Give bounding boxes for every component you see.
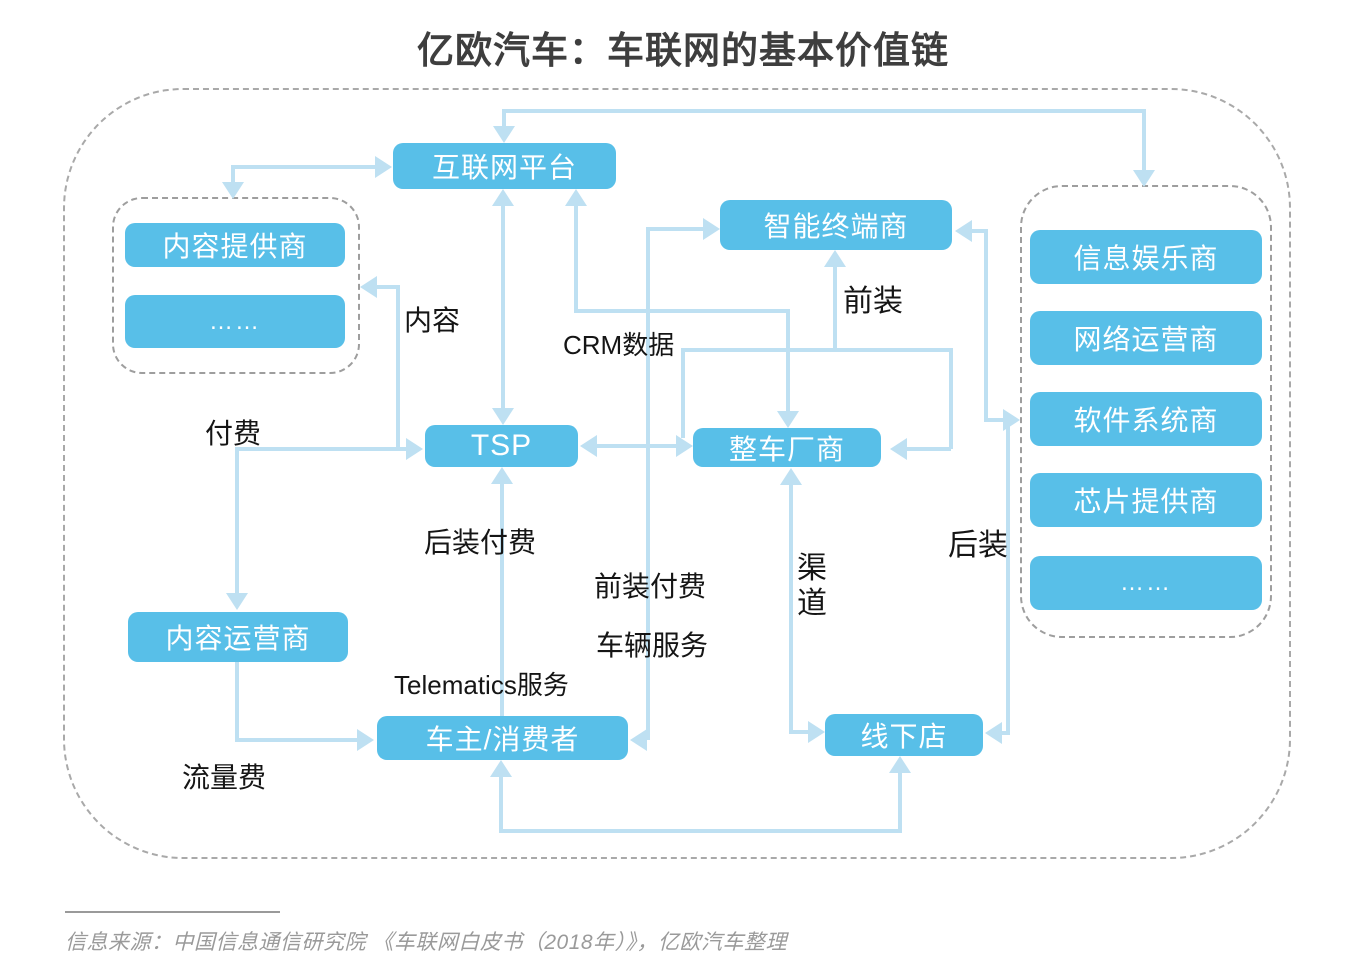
page-title: 亿欧汽车：车联网的基本价值链 [417, 30, 949, 71]
label-aftermarket-pay: 后装付费 [424, 527, 537, 558]
label-pay-fee: 付费 [205, 418, 262, 449]
label-front-install: 前装 [843, 285, 903, 318]
node-content-provider-more: …… [125, 295, 345, 348]
node-chip-provider: 芯片提供商 [1030, 473, 1262, 527]
node-content-operator: 内容运营商 [128, 612, 348, 662]
node-offline-store: 线下店 [825, 714, 983, 756]
node-software-system: 软件系统商 [1030, 392, 1262, 446]
node-supplier-more: …… [1030, 556, 1262, 610]
label-channel: 渠道 [797, 552, 827, 620]
outer-dashed-boundary [63, 88, 1291, 859]
node-infotainment: 信息娱乐商 [1030, 230, 1262, 284]
node-content-provider: 内容提供商 [125, 223, 345, 267]
label-telematics-service: Telematics服务 [394, 670, 569, 700]
node-internet-platform: 互联网平台 [393, 143, 616, 189]
node-consumer: 车主/消费者 [377, 716, 628, 760]
source-note: 信息来源：中国信息通信研究院 《车联网白皮书（2018年）》，亿欧汽车整理 [65, 931, 788, 954]
label-content: 内容 [404, 305, 461, 336]
label-data-fee: 流量费 [182, 762, 267, 793]
source-divider [65, 911, 280, 913]
node-tsp: TSP [425, 425, 578, 467]
label-crm-data: CRM数据 [563, 330, 675, 360]
node-network-operator: 网络运营商 [1030, 311, 1262, 365]
label-front-install-pay: 前装付费 [594, 571, 707, 602]
node-oem: 整车厂商 [693, 428, 881, 467]
node-smart-terminal: 智能终端商 [720, 200, 952, 250]
label-vehicle-service: 车辆服务 [596, 630, 709, 661]
label-aftermarket: 后装 [948, 529, 1008, 562]
